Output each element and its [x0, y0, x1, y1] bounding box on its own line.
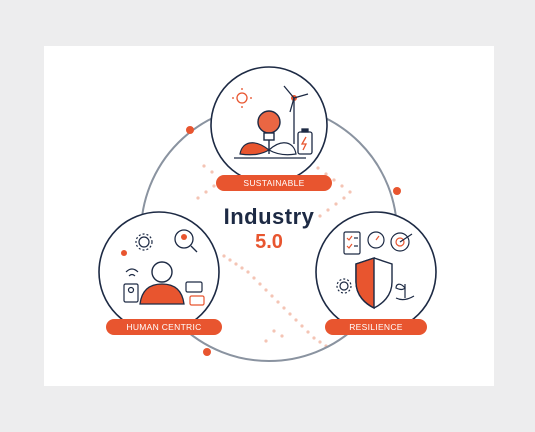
- ring-dot: [393, 187, 401, 195]
- accent-dot: [121, 250, 127, 256]
- plant-hand-icon: [395, 283, 415, 301]
- wifi-icon: [125, 268, 139, 277]
- ring-dot: [186, 126, 194, 134]
- lightbulb-icon: [257, 110, 281, 154]
- wind-turbine-icon: [283, 85, 309, 144]
- person-icon: [139, 261, 185, 305]
- magnifier-person-icon: [174, 229, 198, 253]
- target-icon: [390, 232, 413, 252]
- leaf-icon: [239, 142, 271, 156]
- world-map-dots: [196, 154, 362, 348]
- human-centric-node: [98, 211, 220, 333]
- id-card-icon: [123, 283, 139, 303]
- chat-icon: [185, 281, 205, 306]
- label-sustainable: SUSTAINABLE: [216, 175, 332, 191]
- sustainable-node: [210, 66, 328, 184]
- diagram-title: Industry: [223, 204, 315, 229]
- gear-icon: [135, 233, 153, 251]
- battery-icon: [297, 128, 313, 155]
- resilience-node: [315, 211, 437, 333]
- label-resilience: RESILIENCE: [325, 319, 427, 335]
- label-human-centric: HUMAN CENTRIC: [106, 319, 222, 335]
- gear-icon: [336, 278, 352, 294]
- shield-icon: [355, 257, 393, 310]
- leaf-icon: [267, 142, 297, 156]
- industry-diagram-card: Industry 5.0 SUSTAINABLE HUMAN CENTRIC R…: [44, 46, 494, 386]
- checklist-icon: [343, 231, 361, 255]
- sun-icon: [232, 88, 252, 108]
- ring-dot: [203, 348, 211, 356]
- diagram-version: 5.0: [255, 231, 283, 253]
- diagram-graphics: [98, 66, 437, 362]
- stopwatch-icon: [367, 231, 385, 249]
